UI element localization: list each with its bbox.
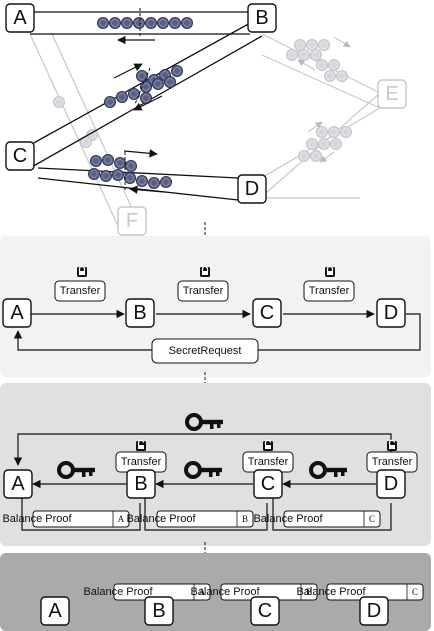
svg-text:C: C bbox=[261, 473, 275, 495]
node-f: F bbox=[117, 206, 147, 236]
node-d: D bbox=[376, 298, 406, 328]
channel-network: A B C D E F bbox=[5, 3, 407, 236]
svg-text:A: A bbox=[10, 302, 24, 324]
node-b: B bbox=[125, 298, 155, 328]
svg-text:Transfer: Transfer bbox=[121, 456, 162, 468]
flow-arrows bbox=[113, 35, 165, 194]
svg-text:B: B bbox=[306, 587, 312, 597]
svg-text:D: D bbox=[384, 473, 398, 495]
padlock-closed-icon bbox=[324, 265, 336, 278]
node-b: B bbox=[144, 596, 174, 626]
svg-text:A: A bbox=[11, 473, 25, 495]
padlock-closed-icon bbox=[199, 265, 211, 278]
svg-text:Balance Proof: Balance Proof bbox=[83, 586, 153, 598]
svg-text:Balance Proof: Balance Proof bbox=[296, 586, 366, 598]
svg-text:B: B bbox=[133, 302, 146, 324]
final-balance-proof-b: Balance Proof A bbox=[83, 583, 211, 601]
svg-text:Transfer: Transfer bbox=[60, 285, 101, 297]
panel-reveal-content: Transfer Transfer Transfer Balance Proof… bbox=[2, 413, 418, 531]
node-a: A bbox=[5, 3, 35, 33]
panel-transfer-content: Transfer Transfer Transfer SecretRequest… bbox=[2, 265, 421, 364]
svg-text:Balance Proof: Balance Proof bbox=[126, 513, 196, 525]
node-d: D bbox=[359, 596, 389, 626]
balance-proof-c: Balance Proof C bbox=[253, 510, 381, 528]
padlock-open-icon bbox=[262, 439, 274, 452]
padlock-closed-icon bbox=[76, 265, 88, 278]
panel-final bbox=[0, 553, 431, 631]
panel-reveal bbox=[0, 383, 431, 546]
svg-text:C: C bbox=[13, 145, 27, 167]
svg-text:D: D bbox=[367, 600, 381, 622]
svg-text:C: C bbox=[369, 514, 375, 524]
transfer-label-bc: Transfer bbox=[177, 280, 229, 302]
svg-text:B: B bbox=[242, 514, 248, 524]
node-d: D bbox=[237, 174, 267, 204]
svg-text:Balance Proof: Balance Proof bbox=[2, 513, 72, 525]
svg-text:Transfer: Transfer bbox=[372, 456, 413, 468]
svg-text:C: C bbox=[258, 600, 272, 622]
balance-proof-a: Balance Proof A bbox=[2, 510, 130, 528]
final-balance-proof-d: Balance Proof C bbox=[296, 583, 424, 601]
node-d: D bbox=[376, 469, 406, 499]
transfer-label-b: Transfer bbox=[115, 451, 167, 473]
faded-coins bbox=[53, 39, 353, 163]
panel-final-content: Balance Proof A Balance Proof B Balance … bbox=[40, 583, 424, 626]
svg-text:Transfer: Transfer bbox=[183, 285, 224, 297]
svg-text:Transfer: Transfer bbox=[248, 456, 289, 468]
node-e: E bbox=[377, 79, 407, 109]
balance-proof-b: Balance Proof B bbox=[126, 510, 254, 528]
svg-text:Balance Proof: Balance Proof bbox=[190, 586, 260, 598]
svg-text:A: A bbox=[13, 7, 27, 29]
node-a: A bbox=[2, 298, 32, 328]
node-c: C bbox=[252, 298, 282, 328]
node-b: B bbox=[126, 469, 156, 499]
transfer-label-d: Transfer bbox=[366, 451, 418, 473]
coins-b-c bbox=[104, 65, 184, 108]
svg-text:B: B bbox=[152, 600, 165, 622]
padlock-open-icon bbox=[386, 439, 398, 452]
svg-text:A: A bbox=[118, 514, 125, 524]
svg-text:C: C bbox=[412, 587, 418, 597]
svg-text:A: A bbox=[199, 587, 206, 597]
svg-text:Transfer: Transfer bbox=[309, 285, 350, 297]
secret-request-label: SecretRequest bbox=[151, 338, 259, 364]
svg-text:Balance Proof: Balance Proof bbox=[253, 513, 323, 525]
panel-transfer bbox=[0, 236, 431, 377]
svg-text:D: D bbox=[384, 302, 398, 324]
node-a: A bbox=[3, 469, 33, 499]
node-a: A bbox=[40, 596, 70, 626]
svg-text:E: E bbox=[385, 83, 398, 105]
faded-arrows bbox=[297, 36, 351, 163]
svg-text:F: F bbox=[126, 210, 138, 232]
node-b: B bbox=[247, 3, 277, 33]
transfer-label-ab: Transfer bbox=[54, 280, 106, 302]
padlock-open-icon bbox=[135, 439, 147, 452]
svg-text:D: D bbox=[245, 178, 259, 200]
node-c: C bbox=[5, 141, 35, 171]
svg-text:B: B bbox=[255, 7, 268, 29]
svg-text:SecretRequest: SecretRequest bbox=[169, 345, 242, 357]
svg-text:B: B bbox=[134, 473, 147, 495]
node-c: C bbox=[250, 596, 280, 626]
balance-split-markers bbox=[124, 8, 151, 190]
transfer-label-cd: Transfer bbox=[303, 280, 355, 302]
node-c: C bbox=[253, 469, 283, 499]
transfer-label-c: Transfer bbox=[242, 451, 294, 473]
coins-a-b bbox=[97, 16, 194, 30]
svg-text:A: A bbox=[48, 600, 62, 622]
svg-text:C: C bbox=[260, 302, 274, 324]
